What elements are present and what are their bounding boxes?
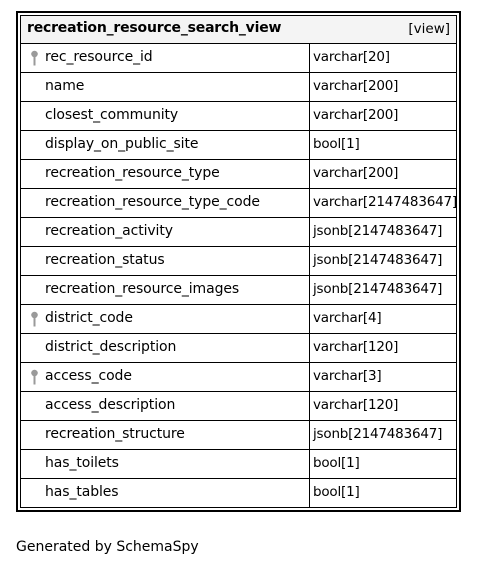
column-name-cell: has_tables bbox=[21, 479, 310, 507]
column-name-cell: closest_community bbox=[21, 102, 310, 130]
column-type-cell: varchar[200] bbox=[310, 73, 456, 101]
column-name: rec_resource_id bbox=[45, 49, 153, 65]
generated-by-footer: Generated by SchemaSpy bbox=[16, 539, 199, 555]
column-row: recreation_resource_type_code varchar[21… bbox=[21, 188, 457, 217]
column-type-cell: varchar[120] bbox=[310, 392, 456, 420]
column-type-cell: jsonb[2147483647] bbox=[310, 218, 456, 246]
column-name: recreation_structure bbox=[45, 426, 185, 442]
column-type: bool[1] bbox=[313, 484, 360, 500]
column-row: display_on_public_site bool[1] bbox=[21, 130, 456, 159]
column-row: name varchar[200] bbox=[21, 72, 456, 101]
column-name: name bbox=[45, 78, 85, 94]
key-icon bbox=[31, 369, 38, 385]
column-type-cell: varchar[200] bbox=[310, 102, 456, 130]
column-type-cell: varchar[4] bbox=[310, 305, 456, 333]
column-type: varchar[200] bbox=[313, 165, 399, 181]
entity-inner: recreation_resource_search_view [view] r… bbox=[20, 15, 457, 508]
column-name-cell: has_toilets bbox=[21, 450, 310, 478]
column-type: jsonb[2147483647] bbox=[313, 252, 443, 268]
column-type-cell: bool[1] bbox=[310, 479, 456, 507]
column-row: has_toilets bool[1] bbox=[21, 449, 456, 478]
column-row: access_code varchar[3] bbox=[21, 362, 456, 391]
column-type: varchar[200] bbox=[313, 78, 399, 94]
column-type: bool[1] bbox=[313, 455, 360, 471]
column-name: district_code bbox=[45, 310, 133, 326]
column-type: varchar[3] bbox=[313, 368, 382, 384]
column-name: has_toilets bbox=[45, 455, 119, 471]
column-name: display_on_public_site bbox=[45, 136, 199, 152]
column-name-cell: recreation_resource_type_code bbox=[21, 189, 310, 217]
column-type-cell: varchar[200] bbox=[310, 160, 456, 188]
column-row: recreation_activity jsonb[2147483647] bbox=[21, 217, 456, 246]
column-row: rec_resource_id varchar[20] bbox=[21, 44, 456, 72]
column-type: jsonb[2147483647] bbox=[313, 223, 443, 239]
column-row: recreation_structure jsonb[2147483647] bbox=[21, 420, 456, 449]
column-name-cell: district_code bbox=[21, 305, 310, 333]
column-name-cell: name bbox=[21, 73, 310, 101]
column-name-cell: district_description bbox=[21, 334, 310, 362]
key-icon bbox=[31, 311, 38, 327]
column-name-cell: recreation_structure bbox=[21, 421, 310, 449]
column-name: access_code bbox=[45, 368, 132, 384]
column-type: varchar[20] bbox=[313, 49, 390, 65]
column-row: has_tables bool[1] bbox=[21, 478, 456, 507]
column-name-cell: access_description bbox=[21, 392, 310, 420]
column-name: recreation_resource_type bbox=[45, 165, 220, 181]
column-list: rec_resource_id varchar[20] name varchar… bbox=[21, 44, 457, 507]
column-type-cell: jsonb[2147483647] bbox=[310, 276, 456, 304]
column-type: jsonb[2147483647] bbox=[313, 281, 443, 297]
column-type-cell: varchar[2147483647] bbox=[310, 189, 457, 217]
column-type-cell: bool[1] bbox=[310, 450, 456, 478]
column-name-cell: recreation_resource_type bbox=[21, 160, 310, 188]
column-type: varchar[2147483647] bbox=[313, 194, 457, 210]
entity-header: recreation_resource_search_view [view] bbox=[21, 16, 456, 44]
column-name-cell: recreation_status bbox=[21, 247, 310, 275]
column-type: varchar[120] bbox=[313, 339, 399, 355]
column-row: closest_community varchar[200] bbox=[21, 101, 456, 130]
column-type: varchar[200] bbox=[313, 107, 399, 123]
key-icon bbox=[31, 50, 38, 66]
column-row: district_code varchar[4] bbox=[21, 304, 456, 333]
column-name-cell: recreation_resource_images bbox=[21, 276, 310, 304]
column-name: access_description bbox=[45, 397, 176, 413]
column-name: has_tables bbox=[45, 484, 119, 500]
column-type: jsonb[2147483647] bbox=[313, 426, 443, 442]
column-type-cell: varchar[20] bbox=[310, 44, 456, 72]
column-row: recreation_resource_images jsonb[2147483… bbox=[21, 275, 456, 304]
column-name-cell: rec_resource_id bbox=[21, 44, 310, 72]
column-type-cell: varchar[3] bbox=[310, 363, 456, 391]
column-name: closest_community bbox=[45, 107, 179, 123]
column-row: recreation_status jsonb[2147483647] bbox=[21, 246, 456, 275]
column-name-cell: recreation_activity bbox=[21, 218, 310, 246]
column-name: recreation_activity bbox=[45, 223, 173, 239]
column-name: recreation_resource_images bbox=[45, 281, 240, 297]
column-name: recreation_resource_type_code bbox=[45, 194, 260, 210]
column-row: access_description varchar[120] bbox=[21, 391, 456, 420]
column-type: varchar[4] bbox=[313, 310, 382, 326]
column-type: bool[1] bbox=[313, 136, 360, 152]
column-row: recreation_resource_type varchar[200] bbox=[21, 159, 456, 188]
column-type-cell: bool[1] bbox=[310, 131, 456, 159]
entity-kind-label: [view] bbox=[408, 21, 450, 37]
entity-table: recreation_resource_search_view [view] r… bbox=[16, 11, 461, 512]
column-name-cell: display_on_public_site bbox=[21, 131, 310, 159]
column-type: varchar[120] bbox=[313, 397, 399, 413]
column-row: district_description varchar[120] bbox=[21, 333, 456, 362]
column-type-cell: varchar[120] bbox=[310, 334, 456, 362]
column-name: district_description bbox=[45, 339, 177, 355]
column-name: recreation_status bbox=[45, 252, 165, 268]
column-type-cell: jsonb[2147483647] bbox=[310, 247, 456, 275]
entity-name: recreation_resource_search_view bbox=[27, 20, 282, 36]
column-name-cell: access_code bbox=[21, 363, 310, 391]
column-type-cell: jsonb[2147483647] bbox=[310, 421, 456, 449]
